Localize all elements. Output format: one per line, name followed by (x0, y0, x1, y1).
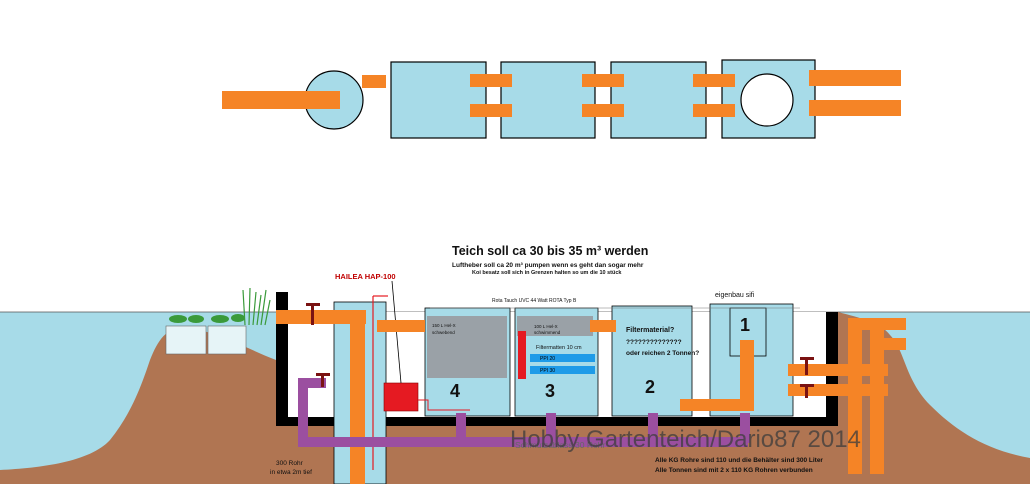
valve-return-2 (800, 384, 814, 398)
top-connector-1a (362, 75, 386, 88)
drain-tank-3 (546, 413, 556, 443)
deep-pipe-label-1: 300 Rohr (276, 460, 303, 467)
tank-1-number: 1 (740, 315, 751, 335)
uvc-lamp (518, 331, 526, 379)
basin-floor (276, 417, 838, 426)
tank-2-number: 2 (645, 377, 656, 397)
return-riser-2 (870, 324, 884, 474)
tank-3-mats-label: Filtermatten 10 cm (536, 345, 582, 351)
top-view (222, 59, 901, 139)
tank-3-media-2: schwimmend (534, 330, 561, 335)
transfer-pipe-3-2 (590, 320, 616, 332)
top-connector-1c (470, 104, 512, 117)
pipe-size-note: Alle KG Rohre sind 110 und die Behälter … (655, 457, 823, 464)
transfer-pipe-4-3 (377, 320, 425, 332)
air-pump-hailea (383, 382, 419, 412)
tank-3-helix-media (517, 316, 593, 336)
tank-2-question-3: oder reichen 2 Tonnen? (626, 350, 700, 357)
inlet-pipe-top (276, 310, 366, 324)
return-top-2 (870, 338, 906, 350)
top-tank-1 (390, 61, 487, 139)
top-round-chamber-right (740, 73, 794, 127)
reed-plant (242, 287, 271, 326)
tank-2 (611, 305, 693, 417)
top-connector-3a (693, 74, 735, 87)
tank-4-media-2: schwebend (432, 330, 455, 335)
tank-2-question-1: Filtermaterial? (626, 327, 675, 334)
filter-mat-ppi20 (530, 354, 595, 362)
diagram-title: Teich soll ca 30 bis 35 m³ werden (452, 244, 649, 258)
tank-4-media-1: 150 L Hel-X (432, 323, 456, 328)
lily-pad-3 (211, 315, 229, 323)
watermark: Hobby Gartenteich/Dario87 2014 (510, 426, 861, 453)
deep-pipe-label-2: in etwa 2m tief (270, 469, 312, 476)
top-connector-3b (693, 104, 735, 117)
return-pipe-upper (788, 364, 888, 376)
filter-mat-ppi30 (530, 366, 595, 374)
air-lift-riser (350, 318, 365, 484)
top-connector-1b (470, 74, 512, 87)
top-outlet-pipe-2 (809, 100, 901, 116)
tank-3-number: 3 (545, 381, 556, 401)
drain-tank-2 (648, 413, 658, 443)
top-inlet-pipe-over (222, 91, 340, 109)
drain-tank-4 (456, 413, 466, 443)
pump-label: HAILEA HAP-100 (335, 272, 396, 281)
drain-left-top (298, 378, 326, 388)
plant-basket-1 (165, 325, 207, 355)
lily-pad-2 (188, 315, 204, 323)
valve-drain (316, 373, 330, 387)
earth-mound-right (838, 312, 1030, 484)
top-tank-3 (610, 61, 707, 139)
uvc-label: Rota Tauch UVC 44 Watt ROTA Typ B (492, 298, 577, 304)
tank-2-question-2: ?????????????? (626, 339, 682, 346)
earth-mound-left (0, 327, 276, 484)
mat-ppi20-label: PPI 20 (540, 356, 556, 362)
side-view (0, 280, 1030, 484)
lily-pad-1 (169, 315, 187, 323)
top-tank-2 (500, 61, 596, 139)
air-line-pump (418, 399, 470, 411)
pond-plants (165, 287, 271, 355)
tank-4-helix-media (427, 316, 507, 378)
valve-return-1 (800, 357, 814, 375)
top-connector-2b (582, 104, 624, 117)
return-top-1 (848, 318, 906, 330)
drain-label: Schmutzablass 30 Rohr (515, 440, 606, 450)
lily-pad-4 (231, 314, 245, 322)
drain-main (298, 437, 748, 447)
mat-ppi30-label: PPI 30 (540, 368, 556, 374)
top-connector-2a (582, 74, 624, 87)
airlift-note: Luftheber soll ca 20 m³ pumpen wenn es g… (452, 262, 644, 269)
top-outlet-pipe-1 (809, 70, 901, 86)
drain-tank-1 (740, 413, 750, 443)
tank-4-number: 4 (450, 381, 461, 401)
tank-connection-note: Alle Tonnen sind mit 2 x 110 KG Rohren v… (655, 467, 813, 474)
sieve-outlet-vertical (740, 340, 754, 406)
basin-wall-left (276, 292, 288, 426)
sieve-label: eigenbau sifi (715, 292, 755, 299)
plant-basket-2 (207, 325, 247, 355)
sieve-outlet-horizontal (680, 399, 754, 411)
return-riser-1 (848, 324, 862, 474)
drain-left-riser (298, 378, 308, 446)
tank-3-media-1: 100 L Hel-X (534, 324, 558, 329)
koi-note: Koi besatz soll sich in Grenzen halten s… (472, 270, 622, 276)
valve-inlet (306, 303, 320, 325)
